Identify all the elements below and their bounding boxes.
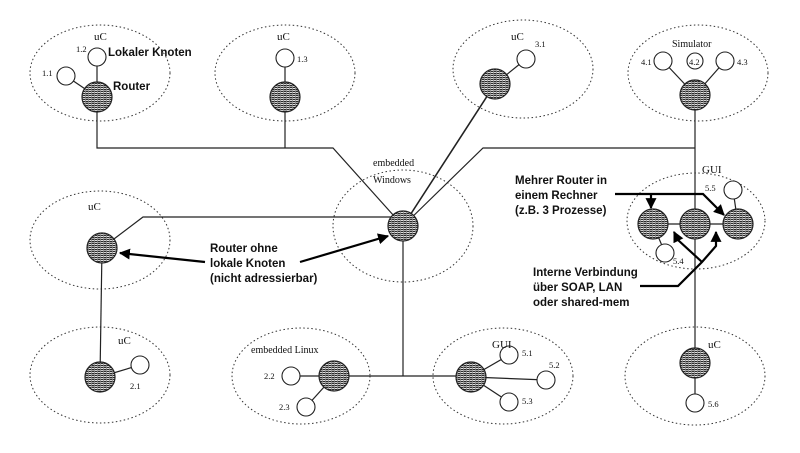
node-label: 4.1	[641, 57, 652, 67]
node-label: 5.5	[705, 183, 716, 193]
group-label: uC	[88, 201, 101, 213]
router-no-local-annotation: Router ohne	[210, 243, 278, 255]
group-labels: uC uC uC Simulator embedded Windows uC u…	[88, 31, 722, 356]
group-label: Simulator	[672, 39, 712, 50]
router	[86, 232, 118, 264]
local-node	[56, 66, 76, 86]
multi-router-annotation: Mehrer Router in	[515, 175, 607, 187]
router	[679, 347, 711, 379]
group-uc-1	[29, 24, 171, 122]
internal-connection-annotation: oder shared-mem	[533, 297, 630, 309]
node-label: 5.6	[708, 399, 719, 409]
local-node	[87, 47, 107, 67]
router	[81, 81, 113, 113]
local-node-annotation: Lokaler Knoten	[108, 47, 192, 59]
node-label: 5.1	[522, 348, 533, 358]
node-label: 1.3	[297, 54, 308, 64]
local-node	[715, 51, 735, 71]
group-uc-3	[452, 19, 594, 119]
group-gui-bottom	[432, 327, 574, 425]
router	[318, 360, 350, 392]
router-no-local-annotation: lokale Knoten	[210, 258, 285, 270]
router	[455, 361, 487, 393]
internal-connection-annotation: über SOAP, LAN	[533, 282, 622, 294]
router-annotation: Router	[113, 81, 151, 93]
annotations: Lokaler Knoten Router Router ohne lokale…	[108, 47, 638, 309]
group-label: GUI	[702, 164, 722, 176]
node-label: 2.1	[130, 381, 141, 391]
group-label: uC	[708, 339, 721, 351]
node-label: 1.2	[76, 44, 87, 54]
local-nodes	[56, 47, 743, 417]
router	[679, 79, 711, 111]
local-node	[686, 52, 704, 70]
internal-connection-annotation: Interne Verbindung	[533, 267, 638, 279]
group-simulator	[627, 24, 769, 122]
node-label: 4.3	[737, 57, 748, 67]
node-label: 2.3	[279, 402, 290, 412]
group-label: embedded	[373, 158, 414, 169]
group-windows	[332, 169, 474, 283]
node-label: 4.2	[689, 57, 700, 67]
node-label: 1.1	[42, 68, 53, 78]
group-label: uC	[511, 31, 524, 43]
node-label: 5.3	[522, 396, 533, 406]
group-uc-br	[624, 326, 766, 426]
local-node	[536, 370, 556, 390]
group-label: uC	[277, 31, 290, 43]
node-label: 5.4	[673, 256, 684, 266]
local-node	[516, 49, 536, 69]
router	[387, 210, 419, 242]
group-ellipses	[29, 19, 769, 426]
group-label: Windows	[373, 175, 411, 186]
multi-router-annotation: (z.B. 3 Prozesse)	[515, 205, 607, 217]
local-node	[653, 51, 673, 71]
local-node	[655, 243, 675, 263]
node-label: 3.1	[535, 39, 546, 49]
group-uc-mid	[29, 190, 171, 290]
local-node	[685, 393, 705, 413]
multi-router-annotation: einem Rechner	[515, 190, 598, 202]
group-label: GUI	[492, 339, 512, 351]
group-label: uC	[94, 31, 107, 43]
local-node	[130, 355, 150, 375]
group-label: embedded Linux	[251, 345, 318, 356]
router	[269, 81, 301, 113]
group-uc-bl	[29, 326, 171, 424]
routers	[81, 68, 754, 393]
router	[479, 68, 511, 100]
router	[722, 208, 754, 240]
node-label: 5.2	[549, 360, 560, 370]
node-labels: 1.2 1.1 1.3 3.1 4.1 4.2 4.3 2.1 2.2 2.3 …	[42, 39, 748, 412]
router	[679, 208, 711, 240]
local-node	[275, 48, 295, 68]
router	[84, 361, 116, 393]
local-node	[499, 345, 519, 365]
router	[637, 208, 669, 240]
group-label: uC	[118, 335, 131, 347]
annotation-arrows	[118, 192, 725, 288]
local-node	[499, 392, 519, 412]
local-node	[296, 397, 316, 417]
local-node	[281, 366, 301, 386]
node-label: 2.2	[264, 371, 275, 381]
local-node	[723, 180, 743, 200]
router-no-local-annotation: (nicht adressierbar)	[210, 273, 318, 285]
